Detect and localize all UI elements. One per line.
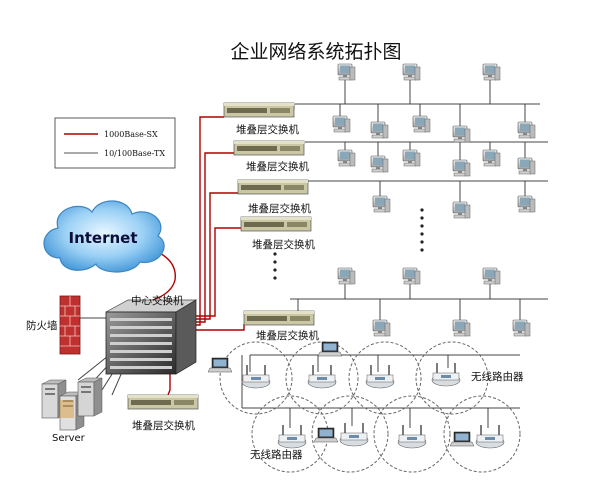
server-label: Server xyxy=(52,433,86,444)
wireless-router-icon xyxy=(307,364,337,389)
pc-icon xyxy=(517,157,536,175)
pc-icon xyxy=(517,121,536,139)
pc-icon xyxy=(372,319,391,337)
stack-switch-4 xyxy=(240,216,312,232)
pc-icon xyxy=(337,267,356,285)
stack-switch-label-6: 堆叠层交换机 xyxy=(132,419,195,432)
stack-switch-label-2: 堆叠层交换机 xyxy=(246,160,309,173)
pc-icon xyxy=(512,319,531,337)
internet-label: Internet xyxy=(68,229,137,247)
laptop-icon xyxy=(207,357,233,373)
firewall-icon xyxy=(59,295,81,355)
legend: 1000Base-SX 10/100Base-TX xyxy=(54,117,176,169)
copper-bus xyxy=(77,80,548,428)
pc-icon xyxy=(402,149,421,167)
stack-switch-label-1: 堆叠层交换机 xyxy=(236,123,299,136)
pc-icon xyxy=(370,121,389,139)
pc-icon xyxy=(402,267,421,285)
server-icon xyxy=(41,377,103,431)
continuation-dots-right xyxy=(420,208,424,252)
stack-switch-label-3: 堆叠层交换机 xyxy=(248,202,311,215)
stack-switch-6 xyxy=(127,394,199,410)
stack-switch-3 xyxy=(237,179,309,195)
wireless-router-icon xyxy=(365,364,395,389)
core-switch-label: 中心交换机 xyxy=(131,294,184,307)
wireless-router-label-1: 无线路由器 xyxy=(471,370,524,383)
wireless-router-icon xyxy=(277,424,307,449)
wireless-router-icon xyxy=(431,362,461,387)
legend-item-fiber: 1000Base-SX xyxy=(104,130,158,139)
laptop-icon xyxy=(317,341,343,357)
stack-switch-2 xyxy=(233,140,305,156)
wireless-router-icon xyxy=(475,424,505,449)
pc-icon xyxy=(337,149,356,167)
wireless-router-icon xyxy=(397,424,427,449)
laptop-group xyxy=(207,341,475,447)
laptop-icon xyxy=(313,427,339,443)
pc-icon xyxy=(402,63,421,81)
pc-icon xyxy=(412,115,431,133)
diagram-title: 企业网络系统拓扑图 xyxy=(230,41,401,63)
stack-switch-label-4: 堆叠层交换机 xyxy=(252,238,315,251)
pc-icon xyxy=(452,201,471,219)
stack-switch-5 xyxy=(243,310,315,326)
firewall-label: 防火墙 xyxy=(26,319,58,332)
pc-icon xyxy=(452,159,471,177)
pc-icon xyxy=(517,195,536,213)
pc-icon xyxy=(482,267,501,285)
laptop-icon xyxy=(449,431,475,447)
continuation-dots-left xyxy=(273,252,277,280)
stack-switch-1 xyxy=(223,102,295,118)
pc-icon xyxy=(332,115,351,133)
pc-icon xyxy=(452,319,471,337)
internet-cloud: Internet xyxy=(43,200,165,273)
pc-icon xyxy=(372,195,391,213)
legend-item-copper: 10/100Base-TX xyxy=(104,149,165,158)
stack-switch-label-5: 堆叠层交换机 xyxy=(256,329,319,342)
wireless-router-icon xyxy=(339,422,369,447)
pc-icon xyxy=(337,63,356,81)
pc-icon xyxy=(370,155,389,173)
pc-group xyxy=(332,63,536,337)
wireless-router-label-2: 无线路由器 xyxy=(250,448,303,461)
pc-icon xyxy=(482,63,501,81)
pc-icon xyxy=(452,125,471,143)
wireless-router-icon xyxy=(241,364,271,389)
core-switch-icon xyxy=(105,299,198,375)
pc-icon xyxy=(482,149,501,167)
